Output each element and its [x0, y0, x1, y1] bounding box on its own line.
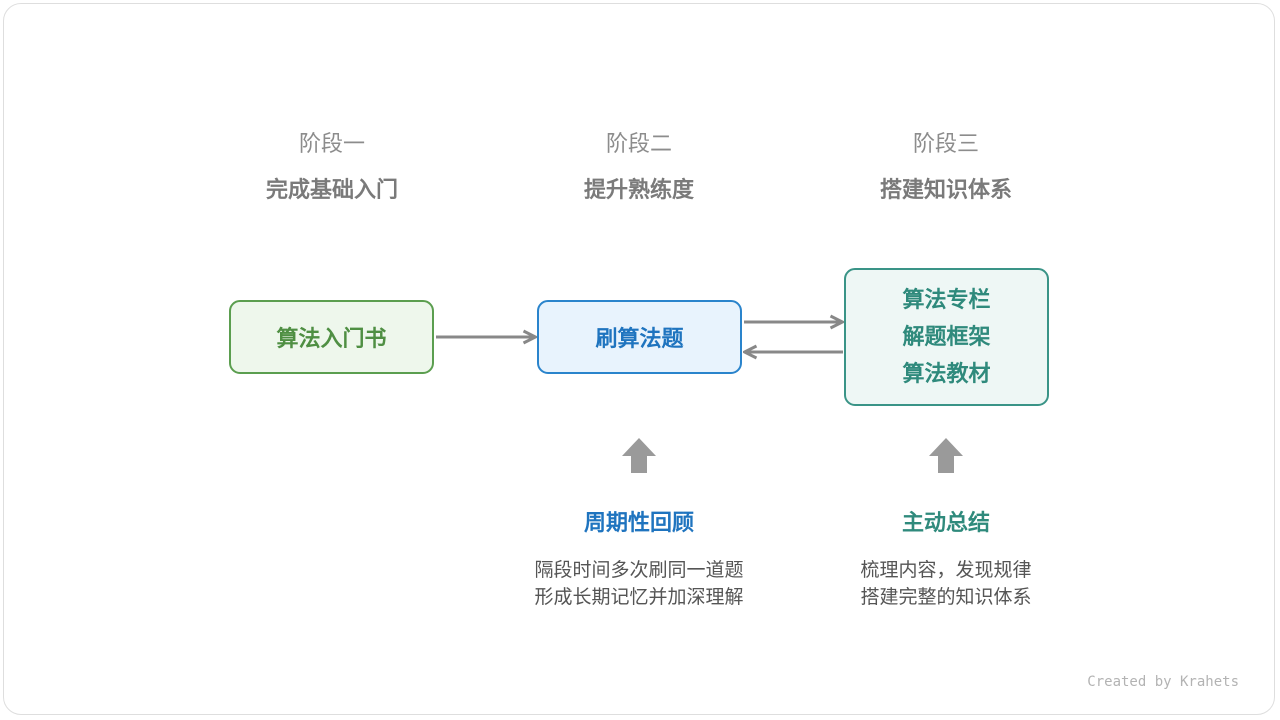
author-credit: Created by Krahets — [1087, 674, 1239, 690]
resource-column-label: 算法专栏 — [902, 287, 991, 313]
knowledge-resources-box: 算法专栏 解题框架 算法教材 — [844, 268, 1049, 406]
periodic-review-line-1: 隔段时间多次刷同一道题 — [534, 559, 744, 581]
stage-two-header: 阶段二 提升熟练度 — [509, 130, 769, 206]
resource-textbook-label: 算法教材 — [902, 361, 991, 387]
stage-two-label: 阶段二 — [605, 132, 672, 157]
active-summary-description: 梳理内容，发现规律 搭建完整的知识体系 — [796, 557, 1096, 611]
stage-three-label: 阶段三 — [912, 132, 979, 157]
active-summary-title: 主动总结 — [901, 511, 990, 536]
periodic-review-line-2: 形成长期记忆并加深理解 — [534, 586, 744, 608]
up-arrow-icon — [622, 438, 656, 473]
stage-three-header: 阶段三 搭建知识体系 — [816, 130, 1076, 206]
practice-problems-label: 刷算法题 — [595, 327, 684, 352]
stage-three-subtitle: 搭建知识体系 — [879, 178, 1012, 203]
periodic-review-description: 隔段时间多次刷同一道题 形成长期记忆并加深理解 — [489, 557, 789, 611]
intro-book-label: 算法入门书 — [276, 327, 387, 352]
intro-book-box: 算法入门书 — [229, 300, 434, 374]
practice-problems-box: 刷算法题 — [537, 300, 742, 374]
periodic-review-block: 周期性回顾 隔段时间多次刷同一道题 形成长期记忆并加深理解 — [489, 509, 789, 611]
periodic-review-title: 周期性回顾 — [583, 511, 694, 536]
stage-one-subtitle: 完成基础入门 — [265, 178, 398, 203]
active-summary-line-1: 梳理内容，发现规律 — [860, 559, 1032, 581]
active-summary-block: 主动总结 梳理内容，发现规律 搭建完整的知识体系 — [796, 509, 1096, 611]
stage-two-subtitle: 提升熟练度 — [583, 178, 694, 203]
stage-one-header: 阶段一 完成基础入门 — [202, 130, 462, 206]
active-summary-line-2: 搭建完整的知识体系 — [860, 586, 1032, 608]
up-arrow-icon — [929, 438, 963, 473]
stage-one-label: 阶段一 — [298, 132, 365, 157]
resource-framework-label: 解题框架 — [902, 324, 991, 350]
